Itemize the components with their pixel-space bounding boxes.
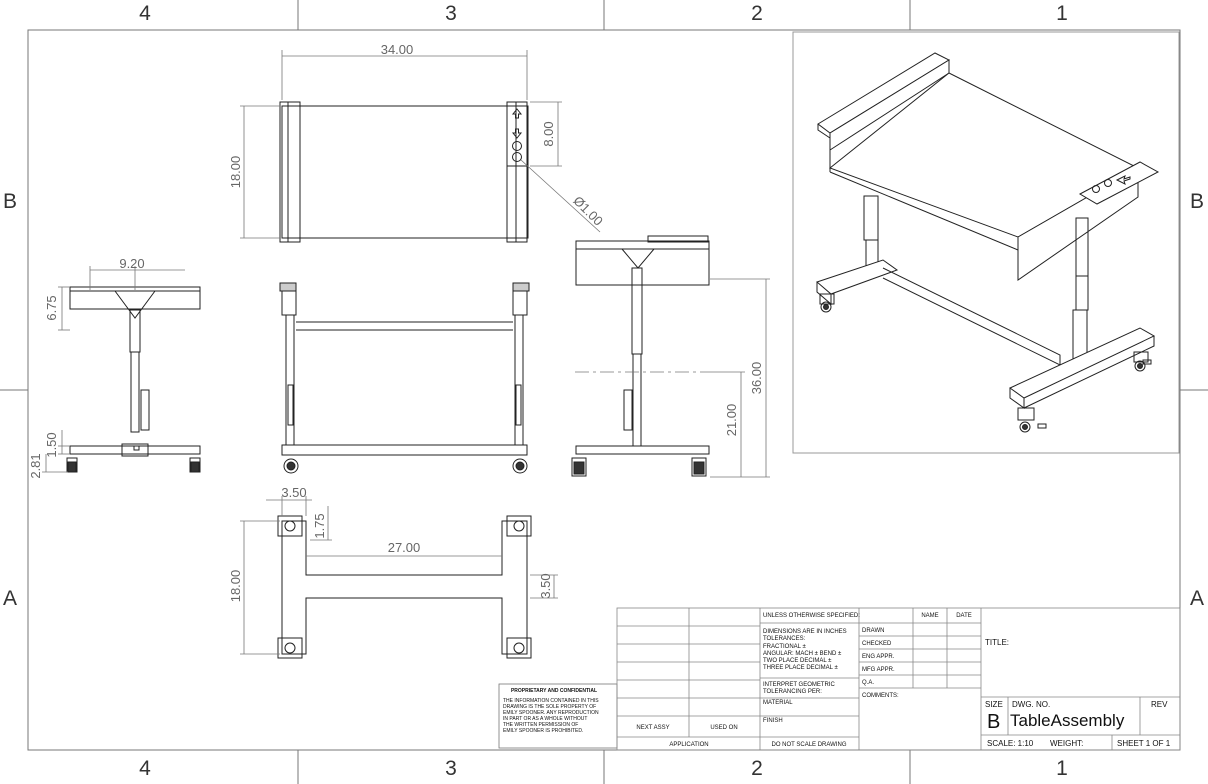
zone-bottom-4: 4 <box>139 757 151 780</box>
zone-top-3: 3 <box>445 2 457 25</box>
interpret-note: TOLERANCING PER: <box>763 689 822 695</box>
role-drawn: DRAWN <box>862 628 884 634</box>
application-label: APPLICATION <box>669 742 708 748</box>
arrow-icon <box>1115 175 1131 185</box>
name-header: NAME <box>921 613 938 619</box>
front-view <box>279 282 530 474</box>
dim-top-width: 34.00 <box>381 42 414 57</box>
scale-label: SCALE: 1:10 <box>987 739 1034 748</box>
control-hole <box>512 141 522 151</box>
dim-side-top-thickness: 6.75 <box>44 295 59 320</box>
proprietary-line: THE WRITTEN PERMISSION OF <box>503 722 578 728</box>
proprietary-heading: PROPRIETARY AND CONFIDENTIAL <box>511 688 597 694</box>
material-label: MATERIAL <box>763 700 793 706</box>
dim-note: FRACTIONAL ± <box>763 644 806 650</box>
comments-label: COMMENTS: <box>862 693 899 699</box>
finish-label: FINISH <box>763 718 783 724</box>
dim-base-crossbar: 3.50 <box>538 573 553 598</box>
left-side-view <box>66 286 201 473</box>
zone-left-b: B <box>3 190 17 213</box>
base-view <box>277 515 532 659</box>
no-scale-note: DO NOT SCALE DRAWING <box>771 742 846 748</box>
dim-base-leg-width: 3.50 <box>281 485 306 500</box>
dwg-no-label: DWG. NO. <box>1012 700 1050 709</box>
proprietary-line: EMILY SPOONER IS PROHIBITED. <box>503 728 583 734</box>
dim-top-depth: 18.00 <box>228 156 243 189</box>
used-on-label: USED ON <box>710 725 737 731</box>
dim-right-total-height: 36.00 <box>749 362 764 395</box>
date-header: DATE <box>956 613 972 619</box>
zone-bottom-3: 3 <box>445 757 457 780</box>
title-label: TITLE: <box>985 638 1009 647</box>
drawing-number: TableAssembly <box>1010 711 1125 730</box>
dim-note: TWO PLACE DECIMAL ± <box>763 658 832 664</box>
isometric-view <box>792 31 1180 454</box>
weight-label: WEIGHT: <box>1050 739 1083 748</box>
dim-side-base-height: 1.50 <box>44 432 59 457</box>
dim-right-lower-height: 21.00 <box>724 404 739 437</box>
role-eng-appr: ENG APPR. <box>862 654 895 660</box>
base-view-dimensions <box>240 496 558 655</box>
role-checked: CHECKED <box>862 641 892 647</box>
role-qa: Q.A. <box>862 680 874 686</box>
left-side-dimensions <box>42 266 185 473</box>
zone-bottom-2: 2 <box>751 757 763 780</box>
down-arrow-icon <box>511 128 523 139</box>
dim-hole-diameter: Ø1.00 <box>570 193 606 229</box>
right-side-dimensions <box>575 278 770 478</box>
title-block-text: UNLESS OTHERWISE SPECIFIED: NAME DATE DI… <box>636 613 1170 748</box>
dim-base-slot-width: 1.75 <box>312 513 327 538</box>
dim-note: DIMENSIONS ARE IN INCHES <box>763 629 847 635</box>
dim-panel-height: 8.00 <box>541 121 556 146</box>
zone-right-b: B <box>1190 190 1204 213</box>
zone-top-4: 4 <box>139 2 151 25</box>
rev-label: REV <box>1151 700 1168 709</box>
role-mfg-appr: MFG APPR. <box>862 667 895 673</box>
control-hole <box>512 152 522 162</box>
size-label: SIZE <box>985 700 1003 709</box>
dim-base-depth: 18.00 <box>228 570 243 603</box>
dim-note: TOLERANCES: <box>763 636 806 642</box>
sheet-number: SHEET 1 OF 1 <box>1117 739 1171 748</box>
proprietary-line: THE INFORMATION CONTAINED IN THIS <box>503 698 599 704</box>
zone-left-a: A <box>3 587 17 610</box>
dim-note: THREE PLACE DECIMAL ± <box>763 665 838 671</box>
proprietary-line: DRAWING IS THE SOLE PROPERTY OF <box>503 704 596 710</box>
dim-note: ANGULAR: MACH ± BEND ± <box>763 651 842 657</box>
top-view <box>279 101 529 243</box>
zone-labels: 4 3 2 1 4 3 2 1 B A B A <box>3 2 1204 780</box>
title-block <box>616 607 1181 751</box>
dim-side-offset: 9.20 <box>119 256 144 271</box>
proprietary-line: IN PART OR AS A WHOLE WITHOUT <box>503 716 587 722</box>
unless-specified: UNLESS OTHERWISE SPECIFIED: <box>763 613 860 619</box>
sheet-size: B <box>987 711 1000 733</box>
dim-base-inner-length: 27.00 <box>388 540 421 555</box>
proprietary-note: PROPRIETARY AND CONFIDENTIAL THE INFORMA… <box>498 683 618 749</box>
proprietary-line: EMILY SPOONER. ANY REPRODUCTION <box>503 710 599 716</box>
zone-top-1: 1 <box>1056 2 1068 25</box>
dim-side-wheel-height: 2.81 <box>28 453 43 478</box>
next-assy-label: NEXT ASSY <box>636 725 669 731</box>
zone-bottom-1: 1 <box>1056 757 1068 780</box>
zone-top-2: 2 <box>751 2 763 25</box>
right-side-view <box>571 235 710 477</box>
interpret-note: INTERPRET GEOMETRIC <box>763 682 836 688</box>
up-arrow-icon <box>511 108 523 119</box>
zone-right-a: A <box>1190 587 1204 610</box>
top-view-dimensions <box>240 50 601 239</box>
